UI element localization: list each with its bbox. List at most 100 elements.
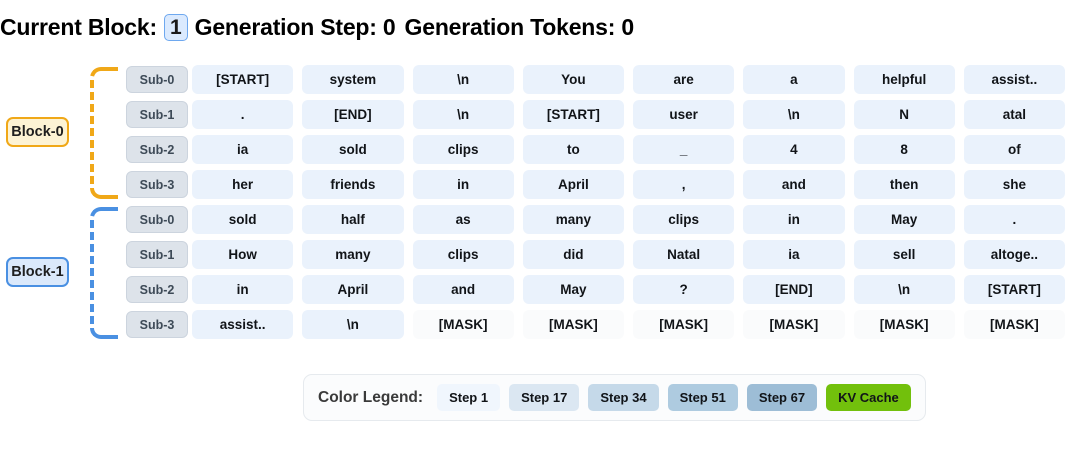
token-cell[interactable]: assist..	[963, 65, 1065, 94]
token-cell[interactable]: helpful	[853, 65, 955, 94]
token-cell[interactable]: and	[743, 170, 845, 199]
token-cell[interactable]: clips	[412, 135, 514, 164]
token-cell-mask[interactable]: [MASK]	[412, 310, 514, 339]
legend-chip-0[interactable]: Step 1	[437, 384, 501, 411]
legend-chip-4[interactable]: Step 67	[746, 384, 818, 411]
token-cell[interactable]: friends	[302, 170, 404, 199]
token-cell[interactable]: a	[743, 65, 845, 94]
token-cell[interactable]: 8	[853, 135, 955, 164]
block-bracket-column	[80, 97, 122, 132]
token-cell[interactable]: in	[192, 275, 294, 304]
token-cell[interactable]: clips	[412, 240, 514, 269]
generation-step-label: Generation Step: 0	[194, 14, 396, 40]
token-cell[interactable]: How	[192, 240, 294, 269]
block-label-1[interactable]: Block-1	[6, 256, 69, 287]
legend-chip-5[interactable]: KV Cache	[826, 384, 911, 411]
token-cell[interactable]: then	[853, 170, 955, 199]
legend-chip-3[interactable]: Step 51	[667, 384, 738, 411]
token-cell[interactable]: many	[522, 205, 624, 234]
token-cell[interactable]: half	[302, 205, 404, 234]
token-cell[interactable]: \n	[302, 310, 404, 339]
token-cell[interactable]: user	[633, 100, 735, 129]
status-header: Current Block: 1 Generation Step: 0 Gene…	[0, 14, 634, 41]
token-cell[interactable]: You	[522, 65, 624, 94]
token-cell[interactable]: \n	[412, 65, 514, 94]
token-cell[interactable]: many	[302, 240, 404, 269]
token-cell[interactable]: in	[412, 170, 514, 199]
token-cell[interactable]: system	[302, 65, 404, 94]
token-cell[interactable]: ia	[743, 240, 845, 269]
block-bracket-1	[90, 207, 118, 339]
token-cell[interactable]: \n	[743, 100, 845, 129]
token-cell[interactable]: April	[522, 170, 624, 199]
token-cell[interactable]: April	[302, 275, 404, 304]
sub-step-chip[interactable]: Sub-3	[126, 171, 188, 198]
token-cell-mask[interactable]: [MASK]	[522, 310, 624, 339]
token-cell[interactable]: [END]	[743, 275, 845, 304]
token-cell[interactable]: to	[522, 135, 624, 164]
block-bracket-0	[90, 67, 118, 199]
token-cell[interactable]: [END]	[302, 100, 404, 129]
token-cell[interactable]: she	[963, 170, 1065, 199]
token-cell[interactable]: ia	[192, 135, 294, 164]
sub-step-chip[interactable]: Sub-0	[126, 66, 188, 93]
token-cell-mask[interactable]: [MASK]	[963, 310, 1065, 339]
token-cell[interactable]: \n	[412, 100, 514, 129]
token-cell[interactable]: \n	[853, 275, 955, 304]
token-cell-mask[interactable]: [MASK]	[853, 310, 955, 339]
block-label-0[interactable]: Block-0	[6, 116, 69, 147]
block-bracket-column	[80, 237, 122, 272]
token-cell[interactable]: [START]	[192, 65, 294, 94]
token-cell[interactable]: ?	[633, 275, 735, 304]
token-cell[interactable]: altoge..	[963, 240, 1065, 269]
token-cell-group: assist.. \n [MASK] [MASK] [MASK] [MASK] [MASK]…	[192, 310, 1075, 339]
block-bracket-column	[80, 167, 122, 202]
token-cell[interactable]: and	[412, 275, 514, 304]
legend-chip-1[interactable]: Step 17	[509, 384, 580, 411]
token-cell[interactable]: in	[743, 205, 845, 234]
token-cell[interactable]: her	[192, 170, 294, 199]
token-cell[interactable]: [START]	[963, 275, 1065, 304]
sub-step-chip[interactable]: Sub-2	[126, 136, 188, 163]
token-cell[interactable]: May	[522, 275, 624, 304]
token-cell[interactable]: May	[853, 205, 955, 234]
token-cell[interactable]: assist..	[192, 310, 294, 339]
token-cell[interactable]: ,	[633, 170, 735, 199]
token-cell[interactable]: are	[633, 65, 735, 94]
token-cell[interactable]: sell	[853, 240, 955, 269]
sub-step-chip[interactable]: Sub-1	[126, 241, 188, 268]
token-cell[interactable]: Natal	[633, 240, 735, 269]
sub-step-chip[interactable]: Sub-2	[126, 276, 188, 303]
token-cell[interactable]: as	[412, 205, 514, 234]
sub-step-chip[interactable]: Sub-1	[126, 101, 188, 128]
token-cell-mask[interactable]: [MASK]	[743, 310, 845, 339]
token-cell[interactable]: .	[963, 205, 1065, 234]
token-cell[interactable]: clips	[633, 205, 735, 234]
legend-chip-2[interactable]: Step 34	[588, 384, 659, 411]
token-cell[interactable]: of	[963, 135, 1065, 164]
block-bracket-column	[80, 202, 122, 339]
current-block-value: 1	[163, 14, 188, 41]
token-cell[interactable]: sold	[302, 135, 404, 164]
sub-step-chip[interactable]: Sub-3	[126, 311, 188, 338]
token-cell[interactable]: _	[633, 135, 735, 164]
sub-step-column: Sub-3	[122, 311, 192, 338]
token-cell[interactable]: N	[853, 100, 955, 129]
sub-step-chip[interactable]: Sub-0	[126, 206, 188, 233]
sub-step-column: Sub-0	[122, 206, 192, 233]
token-cell[interactable]: atal	[963, 100, 1065, 129]
token-cell[interactable]: .	[192, 100, 294, 129]
token-cell[interactable]: 4	[743, 135, 845, 164]
token-cell[interactable]: sold	[192, 205, 294, 234]
token-cell-mask[interactable]: [MASK]	[633, 310, 735, 339]
token-cell[interactable]: did	[522, 240, 624, 269]
token-cell[interactable]: [START]	[522, 100, 624, 129]
